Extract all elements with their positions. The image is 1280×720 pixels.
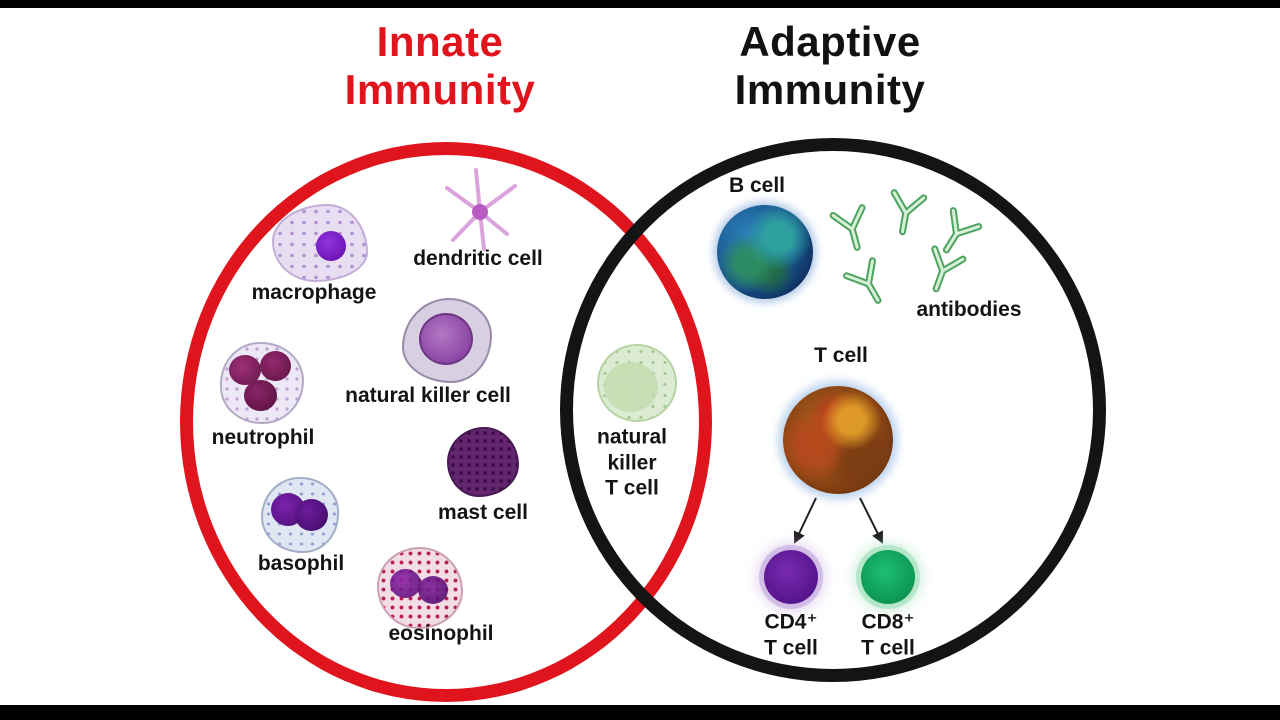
natural-killer-t-cell-icon: [597, 344, 677, 422]
dendritic-cell-icon: [445, 168, 517, 251]
neutrophil-lobe: [244, 380, 277, 411]
eosinophil-lobe: [390, 569, 421, 598]
macrophage-label: macrophage: [251, 281, 377, 305]
basophil-icon: [261, 477, 339, 553]
basophil-lobe: [295, 499, 328, 531]
natural-killer-t-cell-label: natural killer T cell: [596, 425, 668, 500]
natural-killer-t-cell-nucleus: [604, 362, 658, 412]
antibody-icon: [890, 189, 928, 236]
neutrophil-label: neutrophil: [211, 426, 315, 450]
antibody-icon: [843, 257, 882, 304]
letterbox-bottom-bar: [0, 705, 1280, 720]
cd8-t-cell-icon: [861, 550, 915, 604]
macrophage-icon: [272, 204, 368, 282]
b-cell-icon: [717, 205, 813, 299]
b-cell-label: B cell: [728, 174, 786, 198]
letterbox-top-bar: [0, 0, 1280, 8]
natural-killer-cell-body: [402, 298, 492, 383]
mast-cell-icon: [447, 427, 519, 497]
eosinophil-lobe: [418, 576, 448, 604]
cd8-t-cell-label: CD8⁺ T cell: [861, 610, 915, 659]
eosinophil-label: eosinophil: [388, 622, 494, 646]
neutrophil-lobe: [260, 351, 291, 381]
dendritic-cell-label: dendritic cell: [413, 247, 543, 271]
mast-cell-body: [447, 427, 519, 497]
mast-cell-label: mast cell: [438, 501, 528, 525]
macrophage-nucleus: [316, 231, 346, 261]
innate-immunity-title: Innate Immunity: [344, 18, 536, 114]
cd4-t-cell-icon: [764, 550, 818, 604]
neutrophil-icon: [220, 342, 304, 424]
basophil-label: basophil: [257, 552, 345, 576]
t-cell-label: T cell: [814, 344, 868, 368]
cd4-t-cell-label: CD4⁺ T cell: [764, 610, 818, 659]
antibody-icon: [931, 245, 967, 293]
natural-killer-cell-icon: [402, 298, 492, 383]
antibody-icon: [829, 204, 866, 251]
natural-killer-cell-nucleus: [419, 313, 473, 365]
antibody-icon: [942, 207, 983, 254]
eosinophil-icon: [377, 547, 463, 629]
natural-killer-cell-label: natural killer cell: [345, 384, 511, 408]
antibodies-label: antibodies: [916, 298, 1022, 322]
t-cell-icon: [783, 386, 893, 494]
t-cell-differentiation-arrows: [793, 497, 883, 544]
adaptive-immunity-title: Adaptive Immunity: [734, 18, 926, 114]
